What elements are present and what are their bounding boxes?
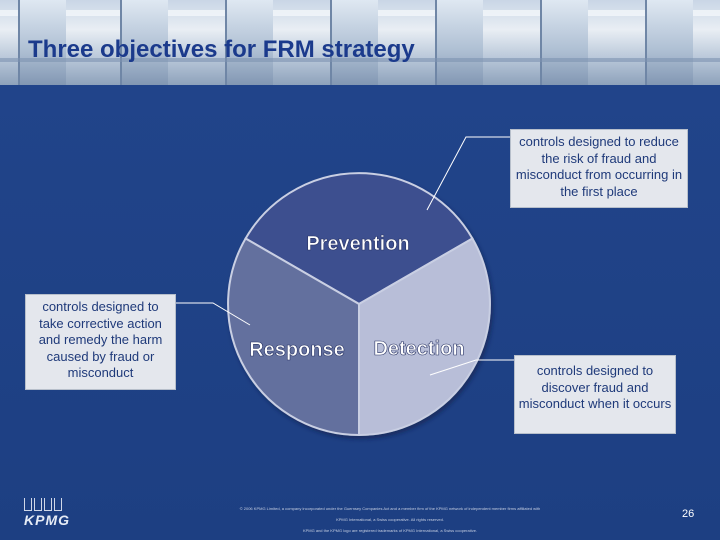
page-number: 26 (682, 508, 695, 520)
legal-line-1: © 2006 KPMG Limited, a company incorpora… (239, 506, 541, 511)
floor-line (0, 58, 720, 62)
window-panel (225, 0, 273, 85)
window-panel (330, 0, 378, 85)
detection-segment (358, 237, 491, 437)
response-segment (227, 237, 360, 437)
prevention-label: Prevention (306, 233, 409, 255)
window-panel (540, 0, 588, 85)
response-label: Response (249, 339, 345, 361)
prevention-callout: controls designed to reduce the risk of … (510, 129, 688, 208)
window-panel (18, 0, 66, 85)
header-banner (0, 0, 720, 85)
legal-line-2: KPMG International, a Swiss cooperative.… (336, 517, 444, 522)
slide-title: Three objectives for FRM strategy (28, 36, 415, 63)
response-connector (176, 302, 251, 326)
detection-connector (429, 359, 514, 376)
window-panel (120, 0, 168, 85)
window-panel (435, 0, 483, 85)
logo-wordmark: KPMG (24, 512, 70, 528)
detection-callout: controls designed to discover fraud and … (514, 355, 676, 434)
kpmg-logo: KPMG (20, 498, 80, 530)
prevention-connector (426, 136, 510, 211)
logo-bars (24, 498, 64, 516)
legal-line-3: KPMG and the KPMG logo are registered tr… (302, 528, 478, 533)
legal-notice: © 2006 KPMG Limited, a company incorpora… (200, 503, 580, 536)
detection-label: Detection (373, 338, 464, 360)
prevention-segment (244, 172, 474, 306)
response-callout: controls designed to take corrective act… (25, 294, 176, 390)
window-panel (645, 0, 693, 85)
